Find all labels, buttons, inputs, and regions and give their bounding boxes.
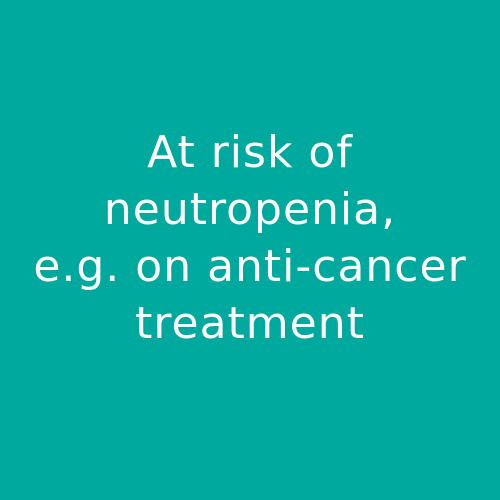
message-line-2: neutropenia, [103, 184, 397, 235]
message-line-1: At risk of [147, 127, 353, 178]
message-text: At risk of neutropenia, e.g. on anti-can… [0, 124, 500, 352]
message-line-4: treatment [135, 298, 365, 349]
message-line-3: e.g. on anti-cancer [33, 241, 467, 292]
